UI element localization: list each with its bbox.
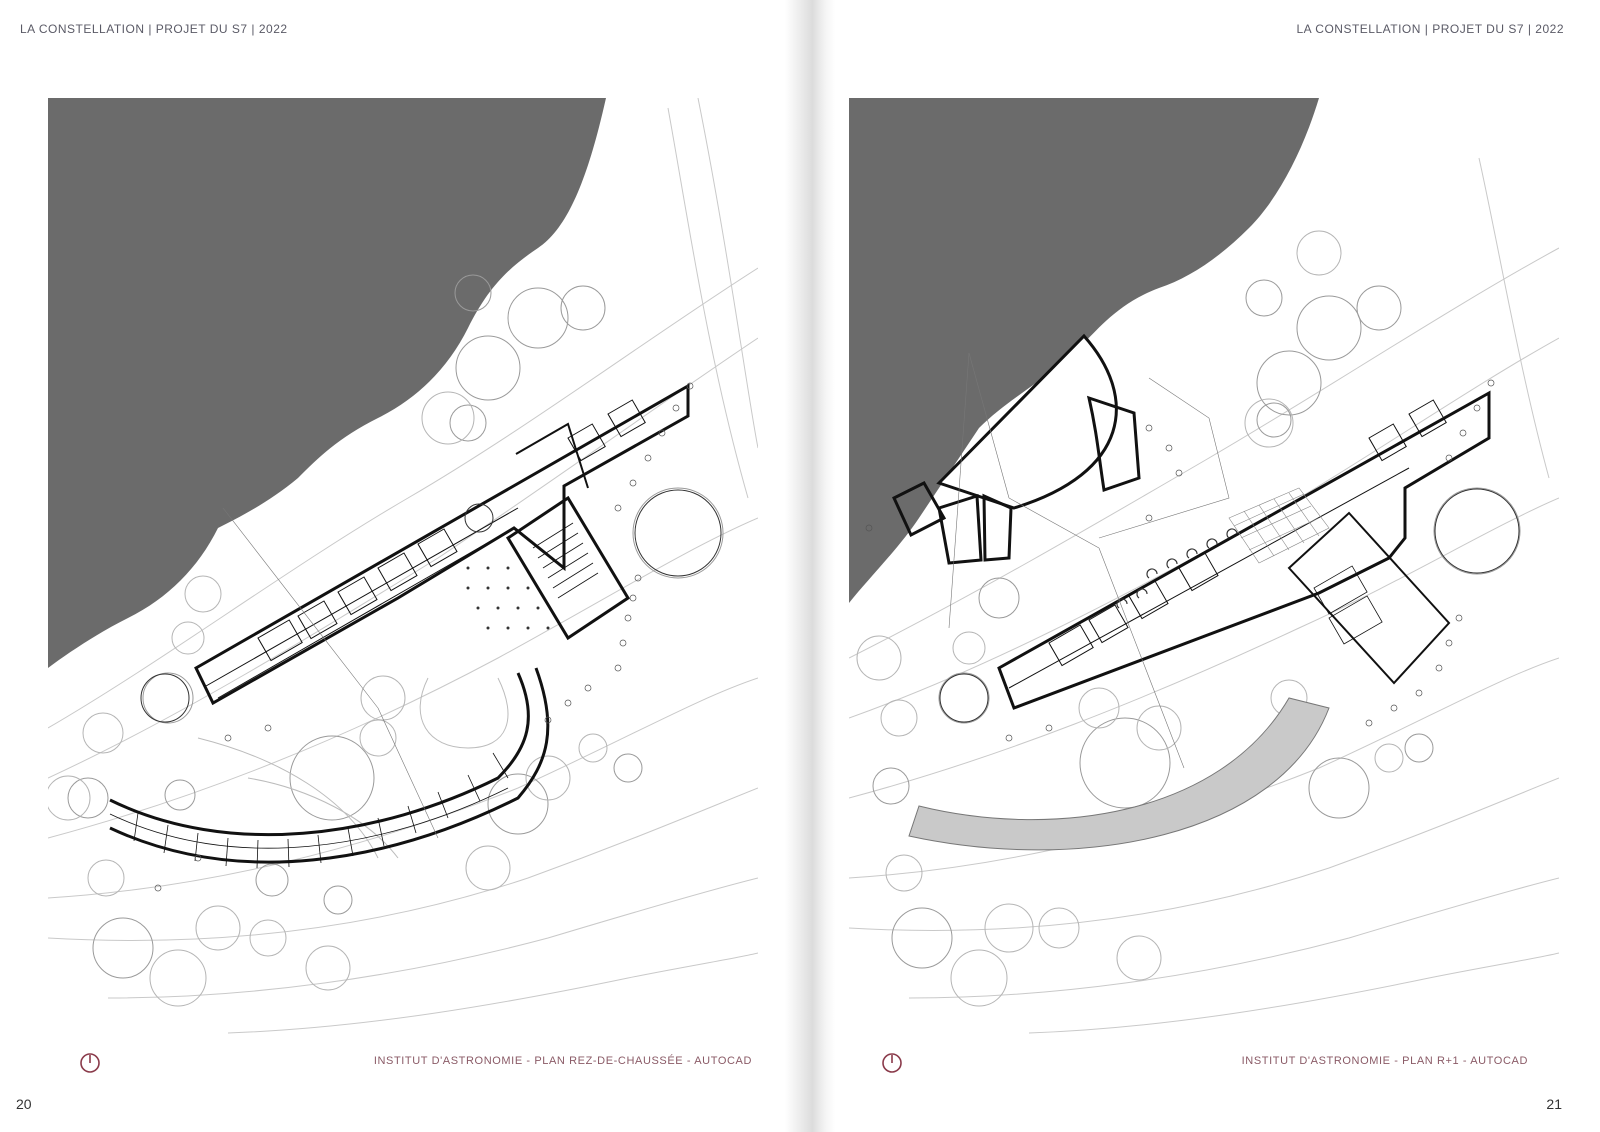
satellite-rooms	[892, 395, 1141, 565]
page-left: LA CONSTELLATION | PROJET DU S7 | 2022	[16, 22, 758, 1112]
curved-terrace	[908, 697, 1330, 851]
page-header: LA CONSTELLATION | PROJET DU S7 | 2022	[20, 22, 288, 36]
ground-floor-plan	[48, 98, 758, 1034]
trees	[67, 274, 724, 979]
plan-caption: INSTITUT D'ASTRONOMIE - PLAN R+1 - AUTOC…	[1241, 1055, 1528, 1067]
survey-lines	[948, 352, 1230, 769]
contour-lines	[48, 98, 758, 1034]
axis-markers	[865, 379, 1495, 742]
courtyard-columns	[466, 566, 550, 630]
curved-wing	[109, 667, 550, 869]
tree-canopies	[48, 391, 608, 1007]
library	[1287, 511, 1451, 685]
north-arrow-icon	[80, 1053, 100, 1073]
page-header: LA CONSTELLATION | PROJET DU S7 | 2022	[1296, 22, 1564, 36]
observatory-domes	[140, 489, 722, 723]
trees	[872, 279, 1521, 969]
first-floor-plan	[849, 98, 1559, 1034]
lake-area	[48, 98, 606, 668]
glass-roof	[1228, 487, 1330, 564]
north-arrow-icon	[882, 1053, 902, 1073]
page-right: LA CONSTELLATION | PROJET DU S7 | 2022	[800, 0, 1600, 1132]
half-circle-hall	[936, 333, 1118, 510]
main-wing	[997, 390, 1491, 710]
observatory-domes	[939, 488, 1520, 723]
page-number: 20	[16, 1096, 32, 1112]
survey-lines	[222, 507, 439, 839]
plan-caption: INSTITUT D'ASTRONOMIE - PLAN REZ-DE-CHAU…	[373, 1055, 752, 1067]
book-gutter	[785, 0, 835, 1132]
garden-paths	[197, 677, 509, 859]
lake-area	[849, 98, 1319, 603]
seating-pods	[1116, 528, 1238, 609]
contour-lines	[849, 157, 1559, 1034]
axis-markers	[154, 382, 694, 892]
auditorium	[505, 495, 631, 641]
page-number: 21	[1546, 1096, 1562, 1112]
